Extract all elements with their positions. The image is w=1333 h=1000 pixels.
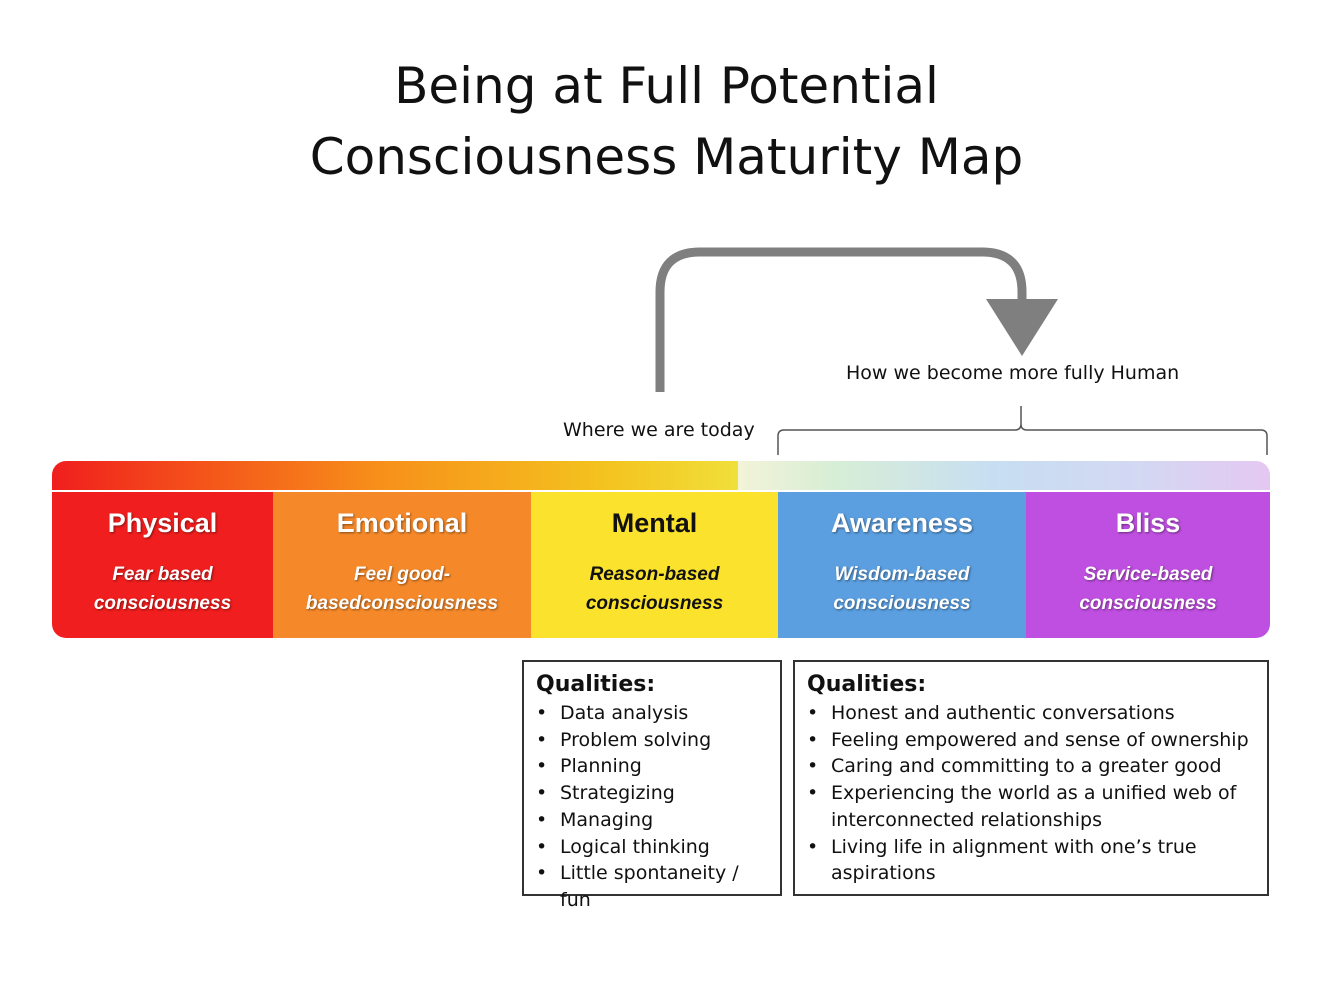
human-label: How we become more fully Human <box>846 362 1180 384</box>
stage-name: Mental <box>611 508 698 538</box>
quality-item: Caring and committing to a greater good <box>807 753 1255 780</box>
stage-name: Awareness <box>830 508 974 538</box>
stage-subtitle: Service-based consciousness <box>1079 564 1217 614</box>
title-line-2: Consciousness Maturity Map <box>309 128 1024 186</box>
stage-name: Bliss <box>1115 508 1181 538</box>
quality-item: Planning <box>536 753 768 780</box>
quality-item: Experiencing the world as a unified web … <box>807 780 1255 833</box>
stage-subtitle: Fear based consciousness <box>93 564 232 614</box>
quality-item: Data analysis <box>536 700 768 727</box>
qualities-heading: Qualities: <box>807 672 927 697</box>
arrow-head <box>986 299 1058 356</box>
stage-awareness: Awareness Wisdom-based consciousness <box>778 492 1026 638</box>
transition-arrow <box>655 247 1027 392</box>
quality-item: Little spontaneity / fun <box>536 860 768 913</box>
stage-bliss: Bliss Service-based consciousness <box>1026 492 1270 638</box>
stage-row: Physical Fear based consciousness Emotio… <box>52 492 1270 638</box>
human-bracket <box>777 406 1268 455</box>
quality-item: Problem solving <box>536 727 768 754</box>
qualities-box-human: Qualities: Honest and authentic conversa… <box>793 660 1269 896</box>
stage-subtitle: Feel good-basedconsciousness <box>305 564 499 614</box>
qualities-list: Data analysis Problem solving Planning S… <box>536 700 768 914</box>
stage-emotional: Emotional Feel good-basedconsciousness <box>273 492 531 638</box>
stage-name: Emotional <box>336 508 468 538</box>
quality-item: Logical thinking <box>536 834 768 861</box>
gradient-current <box>52 461 738 490</box>
gradient-future <box>738 461 1270 490</box>
stage-physical: Physical Fear based consciousness <box>52 492 273 638</box>
stage-name: Physical <box>107 508 218 538</box>
qualities-box-mental: Qualities: Data analysis Problem solving… <box>522 660 782 911</box>
qualities-list: Honest and authentic conversations Feeli… <box>807 700 1255 887</box>
quality-item: Feeling empowered and sense of ownership <box>807 727 1255 754</box>
stage-subtitle: Wisdom-based consciousness <box>833 564 971 614</box>
quality-item: Honest and authentic conversations <box>807 700 1255 727</box>
quality-item: Living life in alignment with one’s true… <box>807 834 1255 887</box>
stage-mental: Mental Reason-based consciousness <box>531 492 778 638</box>
title-line-1: Being at Full Potential <box>394 57 939 115</box>
consciousness-gradient-band <box>52 461 1270 490</box>
stage-subtitle: Reason-based consciousness <box>585 564 724 614</box>
qualities-heading: Qualities: <box>536 672 656 697</box>
today-label: Where we are today <box>563 419 755 441</box>
quality-item: Managing <box>536 807 768 834</box>
quality-item: Strategizing <box>536 780 768 807</box>
